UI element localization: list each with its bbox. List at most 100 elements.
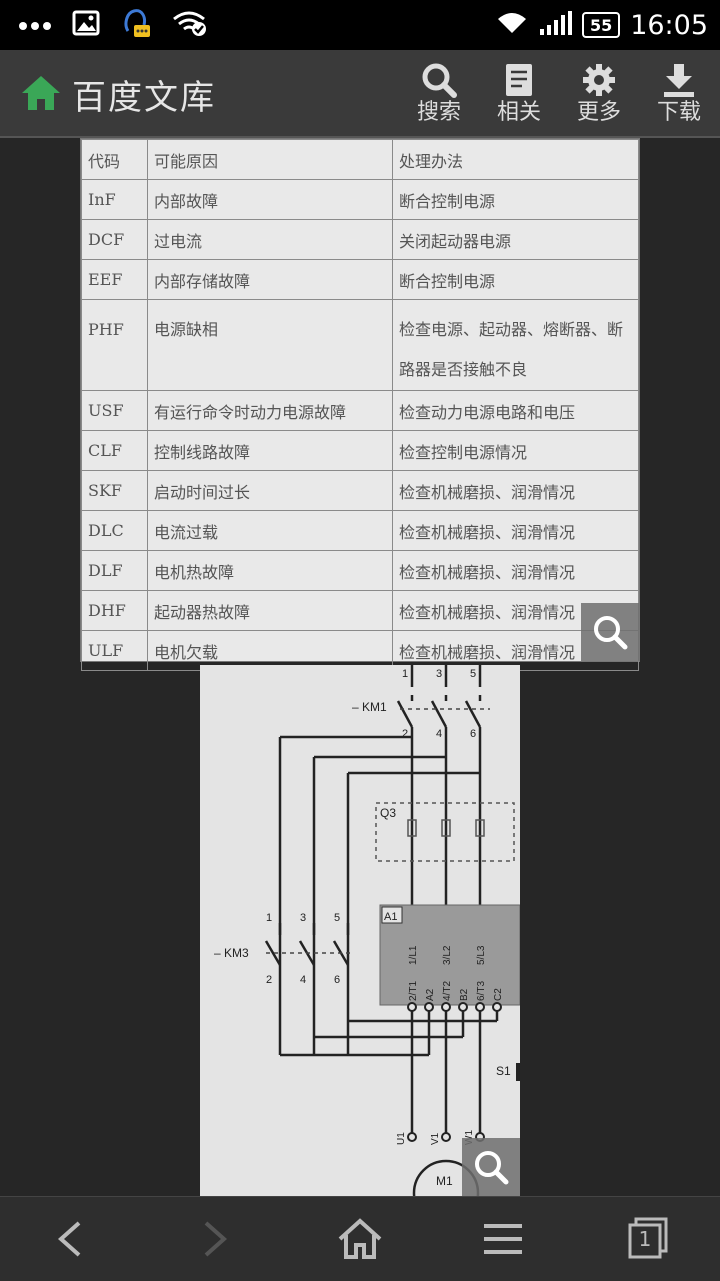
magnifier-icon xyxy=(475,1151,509,1185)
cell-solution: 断合控制电源 xyxy=(392,259,639,300)
cell-solution: 检查动力电源电路和电压 xyxy=(392,390,639,431)
a1-input-label: 5/L3 xyxy=(476,945,487,965)
tabs-icon: 1 xyxy=(626,1217,670,1261)
chevron-left-icon xyxy=(57,1221,81,1257)
app-bar: 百度文库 搜索 相关 更多 下载 xyxy=(0,50,720,138)
terminal-label: 4 xyxy=(300,974,306,986)
a1-input-label: 3/L2 xyxy=(442,945,453,965)
a1-output-label: A2 xyxy=(425,988,436,1001)
q3-label: Q3 xyxy=(380,806,396,820)
zoom-diagram-button[interactable] xyxy=(462,1138,520,1196)
related-label: 相关 xyxy=(496,100,541,125)
a1-output-label: 6/T3 xyxy=(476,981,487,1001)
cell-code: EEF xyxy=(81,259,148,300)
terminal-label: 3 xyxy=(436,668,442,680)
table-row: DLC 电流过载 检查机械磨损、润滑情况 xyxy=(81,510,639,551)
a1-input-label: 1/L1 xyxy=(408,945,419,965)
terminal-label: 3 xyxy=(300,912,306,924)
search-label: 搜索 xyxy=(416,100,461,125)
bottom-navigation: 1 xyxy=(0,1196,720,1281)
more-button[interactable]: 更多 xyxy=(564,58,634,130)
cell-solution: 检查机械磨损、润滑情况 xyxy=(392,470,639,511)
cell-solution: 检查机械磨损、润滑情况 xyxy=(392,550,639,591)
download-button[interactable]: 下载 xyxy=(644,58,714,130)
table-row: DCF 过电流 关闭起动器电源 xyxy=(81,219,639,260)
tab-count: 1 xyxy=(638,1227,652,1251)
table-row: USF 有运行命令时动力电源故障 检查动力电源电路和电压 xyxy=(81,390,639,431)
table-row: InF 内部故障 断合控制电源 xyxy=(81,179,639,220)
wiring-diagram-image: – KM1 1 3 5 2 4 6 Q3 A1 1/L1 3/L2 5/L3 2… xyxy=(200,665,520,1196)
a1-output-label: 4/T2 xyxy=(442,981,453,1001)
s1-label: S1 xyxy=(496,1064,511,1078)
cell-solution: 检查控制电源情况 xyxy=(392,430,639,471)
cell-solution: 关闭起动器电源 xyxy=(392,219,639,260)
home-outline-icon xyxy=(338,1218,382,1259)
terminal-label: 2 xyxy=(266,974,272,986)
download-icon xyxy=(664,64,694,97)
gear-icon xyxy=(583,64,615,96)
cell-cause: 电机热故障 xyxy=(147,550,393,591)
terminal-label: 5 xyxy=(334,912,340,924)
a1-output-label: C2 xyxy=(493,988,504,1001)
a1-label: A1 xyxy=(384,911,397,923)
fault-table: 代码 可能原因 处理办法 InF 内部故障 断合控制电源 DCF 过电流 关闭起… xyxy=(81,139,639,671)
cell-code: SKF xyxy=(81,470,148,511)
zoom-image-button[interactable] xyxy=(581,603,639,661)
search-button[interactable]: 搜索 xyxy=(404,58,474,130)
wiring-diagram: – KM1 1 3 5 2 4 6 Q3 A1 1/L1 3/L2 5/L3 2… xyxy=(214,665,520,1196)
terminal-label: 2 xyxy=(402,728,408,740)
motor-label: M1 xyxy=(436,1174,453,1188)
cell-code: InF xyxy=(81,179,148,220)
cell-cause: 内部故障 xyxy=(147,179,393,220)
cell-cause: 电源缺相 xyxy=(147,299,393,391)
app-title: 百度文库 xyxy=(72,78,216,118)
signal-icon xyxy=(538,11,573,39)
cell-cause: 电流过载 xyxy=(147,510,393,551)
terminal-label: 4 xyxy=(436,728,442,740)
home-link[interactable]: 百度文库 xyxy=(20,70,216,119)
back-button[interactable] xyxy=(20,1197,120,1281)
more-label: 更多 xyxy=(576,100,621,125)
battery-indicator: 55 xyxy=(582,12,621,38)
km3-label: – KM3 xyxy=(214,946,249,960)
table-row: DLF 电机热故障 检查机械磨损、润滑情况 xyxy=(81,550,639,591)
cell-cause: 控制线路故障 xyxy=(147,430,393,471)
cell-solution: 断合控制电源 xyxy=(392,179,639,220)
terminal-label: 1 xyxy=(266,912,272,924)
cell-cause: 过电流 xyxy=(147,219,393,260)
cell-code: CLF xyxy=(81,430,148,471)
cell-cause: 有运行命令时动力电源故障 xyxy=(147,390,393,431)
terminal-label: 5 xyxy=(470,668,476,680)
header-code: 代码 xyxy=(81,139,148,180)
menu-icon xyxy=(484,1224,522,1254)
km1-label: – KM1 xyxy=(352,700,387,714)
table-row: PHF 电源缺相 检查电源、起动器、熔断器、断路器是否接触不良 xyxy=(81,299,639,391)
header-cause: 可能原因 xyxy=(147,139,393,180)
fault-table-image: 代码 可能原因 处理办法 InF 内部故障 断合控制电源 DCF 过电流 关闭起… xyxy=(80,138,640,671)
cell-solution: 检查机械磨损、润滑情况 xyxy=(392,510,639,551)
search-icon xyxy=(422,63,457,98)
cell-cause: 起动器热故障 xyxy=(147,590,393,631)
cell-code: DCF xyxy=(81,219,148,260)
document-viewer[interactable]: 代码 可能原因 处理办法 InF 内部故障 断合控制电源 DCF 过电流 关闭起… xyxy=(0,138,720,1196)
magnifier-icon xyxy=(594,616,628,650)
home-button[interactable] xyxy=(310,1197,410,1281)
a1-output-label: 2/T1 xyxy=(408,981,419,1001)
terminal-label: 6 xyxy=(470,728,476,740)
table-row: SKF 启动时间过长 检查机械磨损、润滑情况 xyxy=(81,470,639,511)
cell-code: ULF xyxy=(81,630,148,671)
wifi-check-icon xyxy=(172,9,208,41)
related-button[interactable]: 相关 xyxy=(484,58,554,130)
table-header-row: 代码 可能原因 处理办法 xyxy=(81,139,639,180)
cell-code: DLF xyxy=(81,550,148,591)
more-dots-icon xyxy=(18,16,52,35)
motor-terminal-label: V1 xyxy=(430,1132,441,1145)
header-solution: 处理办法 xyxy=(392,139,639,180)
forward-button[interactable] xyxy=(165,1197,265,1281)
tabs-button[interactable]: 1 xyxy=(598,1197,698,1281)
wifi-icon xyxy=(496,11,528,39)
cell-code: USF xyxy=(81,390,148,431)
menu-button[interactable] xyxy=(453,1197,553,1281)
cell-code: PHF xyxy=(81,299,148,391)
table-row: EEF 内部存储故障 断合控制电源 xyxy=(81,259,639,300)
